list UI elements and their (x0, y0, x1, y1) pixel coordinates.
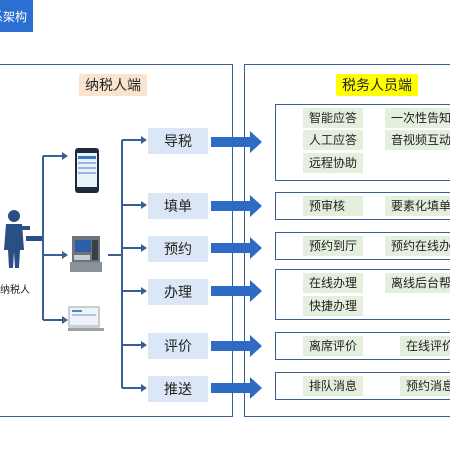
service-item[interactable]: 预约到厅 (303, 236, 363, 256)
service-item[interactable]: 快捷办理 (303, 296, 363, 316)
title-tab[interactable]: 体系架构 (0, 0, 33, 32)
service-item[interactable]: 预审核 (303, 196, 363, 216)
stage-arrows (211, 131, 262, 399)
stage-label: 评价 (164, 339, 192, 355)
stage-appointment[interactable]: 预约 (148, 236, 208, 262)
service-item[interactable]: 预约消息 (400, 376, 450, 396)
service-item[interactable]: 离线后台帮办 (385, 273, 450, 293)
stage-fill-form[interactable]: 填单 (148, 193, 208, 219)
kiosk-icon (70, 236, 102, 272)
stage-push[interactable]: 推送 (148, 376, 208, 402)
service-item[interactable]: 音视频互动 (385, 130, 450, 150)
stage-evaluate[interactable]: 评价 (148, 333, 208, 359)
stage-guide[interactable]: 导税 (148, 128, 208, 154)
stage-label: 推送 (164, 382, 192, 398)
service-item[interactable]: 人工应答 (303, 130, 363, 150)
stage-handle[interactable]: 办理 (148, 279, 208, 305)
service-item[interactable]: 排队消息 (303, 376, 363, 396)
person-silhouette-icon (4, 210, 30, 268)
service-item[interactable]: 在线办理 (303, 273, 363, 293)
service-item[interactable]: 要素化填单 (385, 196, 450, 216)
stage-label: 导税 (164, 134, 192, 150)
service-item[interactable]: 远程协助 (303, 153, 363, 173)
stage-label: 预约 (164, 242, 192, 258)
service-item[interactable]: 智能应答 (303, 108, 363, 128)
stage-label: 填单 (164, 199, 192, 215)
service-item[interactable]: 预约在线办理 (385, 236, 450, 256)
tax-officer-panel-label: 税务人员端 (336, 74, 418, 96)
service-item[interactable]: 在线评价 (400, 336, 450, 356)
taxpayer-label: 纳税人 (0, 285, 30, 296)
service-item[interactable]: 离席评价 (303, 336, 363, 356)
title-tab-label: 体系架构 (0, 9, 27, 24)
stage-label: 办理 (164, 285, 192, 301)
service-item[interactable]: 一次性告知 (385, 108, 450, 128)
taxpayer-panel-label: 纳税人端 (79, 74, 147, 96)
taxpayer-panel (0, 64, 233, 417)
smartphone-icon (75, 148, 99, 193)
tax-officer-panel (244, 64, 450, 417)
desktop-computer-icon (68, 306, 104, 331)
